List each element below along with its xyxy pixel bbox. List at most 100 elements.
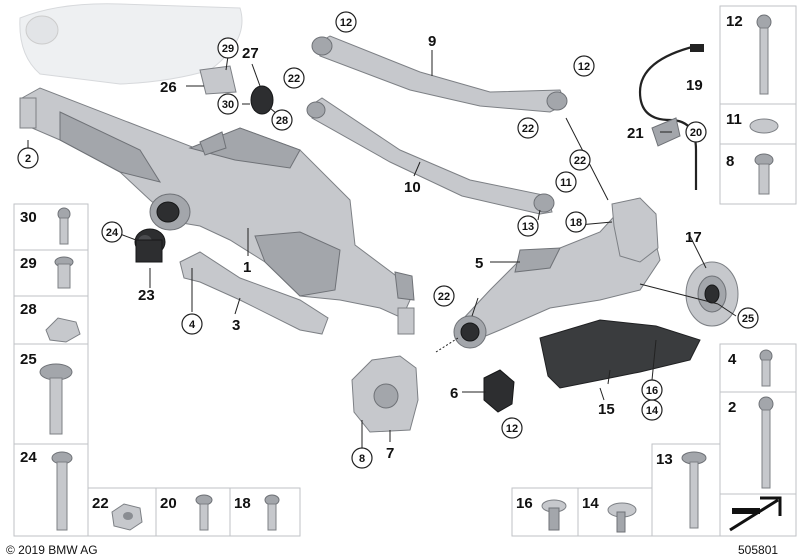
svg-text:12: 12 (506, 423, 518, 435)
label-1: 1 (243, 259, 251, 276)
callout-16: 16 (641, 379, 663, 401)
label-26: 26 (160, 79, 177, 96)
svg-text:20: 20 (690, 127, 702, 139)
rear-axle-carrier (19, 87, 415, 335)
wheel-carrier-5 (453, 197, 661, 349)
wheel-speed-sensor-19 (638, 44, 704, 190)
box-label-12: 12 (726, 13, 743, 30)
bolt-14-icon (607, 502, 637, 533)
box-label-30: 30 (20, 209, 37, 226)
clip-16-icon (541, 499, 567, 531)
label-9: 9 (428, 33, 436, 50)
circled-callouts: 2 4 8 11 12 12 12 13 14 16 18 20 22 22 2… (17, 11, 759, 469)
label-6: 6 (450, 385, 458, 402)
callout-24: 24 (101, 221, 123, 243)
callout-28: 28 (271, 109, 293, 131)
bolt-18-icon (264, 494, 280, 531)
box-label-29: 29 (20, 255, 37, 272)
bolt-8-icon (754, 153, 774, 195)
label-10: 10 (404, 179, 421, 196)
label-27: 27 (242, 45, 259, 62)
bottom-fastener-row: 16 14 22 20 18 (87, 487, 653, 537)
callout-12c: 12 (501, 417, 523, 439)
mount-bracket-7 (351, 355, 419, 433)
callout-20: 20 (685, 121, 707, 143)
label-7: 7 (386, 445, 394, 462)
box-label-28: 28 (20, 301, 37, 318)
box-label-24: 24 (20, 449, 37, 466)
bolt-13-icon (681, 451, 707, 529)
callout-8: 8 (351, 447, 373, 469)
bolt-24-icon (51, 451, 73, 531)
callout-11: 11 (555, 171, 577, 193)
box-label-11: 11 (726, 111, 742, 128)
bolt-4-icon (759, 349, 773, 387)
svg-text:29: 29 (222, 43, 234, 55)
label-19: 19 (686, 77, 703, 94)
sleeve-29-icon (54, 256, 74, 289)
callout-25: 25 (737, 307, 759, 329)
svg-text:22: 22 (438, 291, 450, 303)
diagram-number: 505801 (738, 543, 778, 557)
svg-text:14: 14 (646, 405, 659, 417)
label-3: 3 (232, 317, 240, 334)
svg-text:24: 24 (106, 227, 119, 239)
svg-text:12: 12 (340, 17, 352, 29)
callout-22a: 22 (283, 67, 305, 89)
heat-shield-15 (539, 319, 701, 389)
svg-text:12: 12 (578, 61, 590, 73)
callout-4: 4 (181, 313, 203, 335)
right-fastener-column: 12 11 8 4 2 13 (651, 5, 797, 537)
svg-text:11: 11 (560, 177, 572, 189)
svg-text:18: 18 (570, 217, 582, 229)
leader-lines (27, 50, 737, 458)
washer-11-icon (749, 118, 779, 134)
plain-labels: 1 3 5 6 7 9 10 15 17 19 21 23 26 27 (138, 33, 703, 462)
svg-text:8: 8 (359, 453, 365, 465)
svg-text:2: 2 (25, 153, 31, 165)
svg-text:22: 22 (574, 155, 586, 167)
bushing-6 (483, 369, 515, 413)
label-15: 15 (598, 401, 615, 418)
bolt-30-icon (57, 207, 71, 245)
box-label-22: 22 (92, 495, 109, 512)
box-label-16: 16 (516, 495, 533, 512)
callout-13: 13 (517, 215, 539, 237)
nut-28-icon (45, 317, 81, 343)
svg-text:25: 25 (742, 313, 754, 325)
callout-29: 29 (217, 37, 239, 59)
svg-text:30: 30 (222, 99, 234, 111)
callout-18: 18 (565, 211, 587, 233)
bolt-2-icon (758, 396, 774, 489)
callout-22d: 22 (433, 285, 455, 307)
callout-2: 2 (17, 147, 39, 169)
box-label-14: 14 (582, 495, 599, 512)
box-label-20: 20 (160, 495, 177, 512)
label-23: 23 (138, 287, 155, 304)
svg-text:13: 13 (522, 221, 534, 233)
callout-22c: 22 (569, 149, 591, 171)
box-label-8: 8 (726, 153, 734, 170)
direction-arrow-icon (729, 496, 782, 532)
left-fastener-column: 30 29 28 25 24 (13, 203, 89, 537)
svg-text:4: 4 (189, 319, 196, 331)
box-label-18: 18 (234, 495, 251, 512)
nut-22-icon (111, 503, 143, 531)
copyright-text: © 2019 BMW AG (6, 543, 98, 557)
bolt-12-icon (756, 14, 772, 95)
callout-14: 14 (641, 399, 663, 421)
svg-text:16: 16 (646, 385, 658, 397)
control-arm-10 (306, 97, 555, 215)
label-21: 21 (627, 125, 644, 142)
bolt-25-icon (39, 363, 73, 435)
bolt-20-icon (195, 494, 213, 531)
box-label-4: 4 (728, 351, 737, 368)
control-arm-9 (311, 35, 568, 113)
callout-12b: 12 (573, 55, 595, 77)
bushing-24 (134, 228, 166, 263)
label-5: 5 (475, 255, 483, 272)
callout-12a: 12 (335, 11, 357, 33)
svg-text:22: 22 (522, 123, 534, 135)
svg-text:28: 28 (276, 115, 288, 127)
